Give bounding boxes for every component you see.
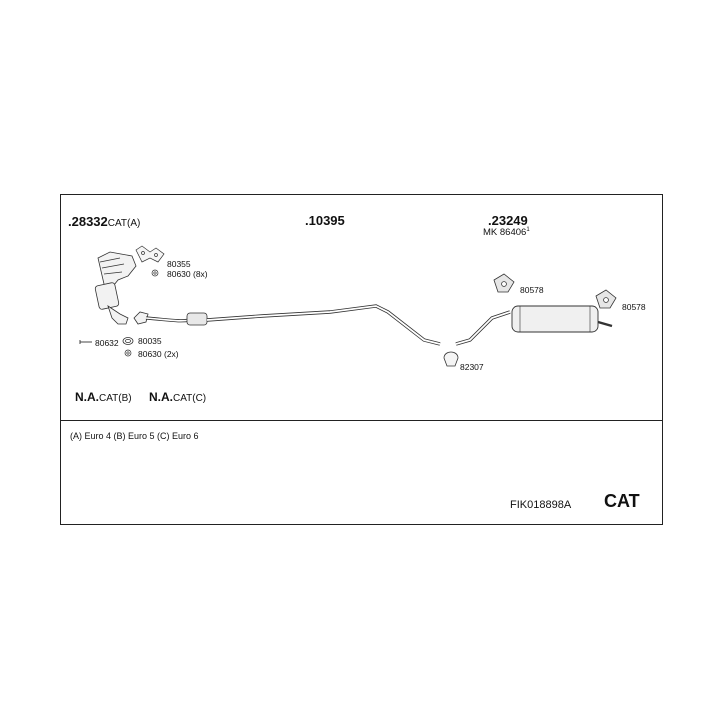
- ring-icon: [122, 337, 134, 345]
- gasket-icon: [135, 245, 165, 263]
- na-cat-c: N.A.CAT(C): [149, 388, 206, 406]
- clamp-icon: [443, 351, 459, 367]
- middle-part-number: .10395: [305, 213, 345, 228]
- label-80630-8x: 80630 (8x): [167, 269, 208, 279]
- kit-code: FIK018898A: [510, 499, 572, 511]
- rear-part-number: .23249: [488, 213, 528, 228]
- rear-silencer-icon: [455, 305, 613, 346]
- mk-footnote: 1: [526, 227, 530, 233]
- na-cat-b: N.A.CAT(B): [75, 388, 132, 406]
- na-c-suffix: CAT(C): [173, 393, 207, 404]
- label-80578-a: 80578: [520, 285, 544, 295]
- na-c-prefix: N.A.: [149, 390, 173, 404]
- middle-pipe-icon: [133, 304, 441, 346]
- label-80632: 80632: [95, 338, 119, 348]
- label-80578-b: 80578: [622, 302, 646, 312]
- bolt-icon: [79, 340, 92, 344]
- front-part-code: .28332: [68, 214, 108, 229]
- na-b-suffix: CAT(B): [99, 393, 132, 404]
- catalytic-manifold-icon: [94, 251, 137, 325]
- nut-small-icon: [124, 349, 132, 357]
- na-b-prefix: N.A.: [75, 390, 99, 404]
- label-80035: 80035: [138, 336, 162, 346]
- label-80355: 80355: [167, 259, 191, 269]
- euro-notes: (A) Euro 4 (B) Euro 5 (C) Euro 6: [70, 431, 199, 441]
- notes-divider: [60, 420, 663, 421]
- front-part-number: .28332CAT(A): [68, 213, 140, 231]
- rear-mk-reference: MK 864061: [483, 227, 530, 238]
- hanger-icon: [493, 273, 617, 309]
- mk-code: MK 86406: [483, 227, 527, 239]
- nut-icon: [151, 269, 159, 277]
- cat-label: CAT: [604, 491, 640, 511]
- label-80630-2x: 80630 (2x): [138, 349, 179, 359]
- label-82307: 82307: [460, 362, 484, 372]
- diagram-frame: [60, 194, 663, 525]
- front-part-variant: CAT(A): [107, 218, 141, 229]
